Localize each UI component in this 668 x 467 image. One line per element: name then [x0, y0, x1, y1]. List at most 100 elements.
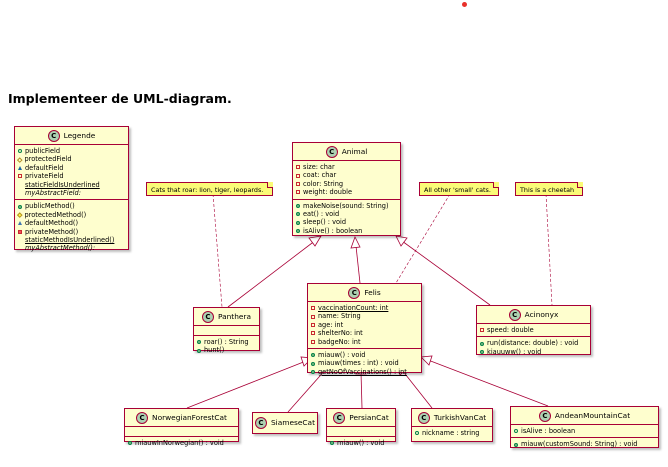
- method-text: eat() : void: [303, 209, 340, 218]
- field-text: nickname : string: [422, 429, 480, 437]
- private-visibility-icon: [311, 306, 315, 311]
- field-row: defaultField: [18, 164, 126, 172]
- field-text: size: char: [303, 163, 335, 171]
- method-row: kiauuww() : void: [480, 348, 588, 356]
- edge-persian-felis: [360, 371, 363, 409]
- private-visibility-icon: [296, 165, 300, 170]
- public-visibility-icon: [128, 441, 132, 446]
- field-text: defaultField: [25, 163, 64, 172]
- note-text: All other 'small' cats.: [424, 186, 491, 194]
- method-text: miauwInNorwegian() : void: [135, 439, 224, 447]
- field-text: color: String: [303, 179, 344, 188]
- field-row: protectedField: [17, 155, 126, 163]
- note-text: Cats that roar: lion, tiger, leopards.: [151, 186, 264, 194]
- field-text: staticFieldIsUnderlined: [25, 180, 100, 189]
- method-row: eat() : void: [296, 210, 398, 218]
- class-c-icon: C: [333, 411, 346, 424]
- private-visibility-icon: [296, 190, 300, 195]
- method-text: defaultMethod(): [25, 219, 79, 228]
- method-text: miauw(customSound: String) : void: [521, 440, 638, 449]
- field-text: vaccinationCount: int: [318, 304, 389, 312]
- field-text: privateField: [25, 172, 64, 181]
- method-row: run(distance: double) : void: [480, 339, 588, 347]
- public-visibility-icon: [480, 341, 484, 346]
- class-name: PersianCat: [349, 413, 389, 422]
- method-text: miauw(times : int) : void: [318, 359, 399, 368]
- no-visibility-visibility-icon: [18, 183, 22, 187]
- field-text: shelterNo: int: [318, 329, 363, 338]
- fields-section: [194, 325, 259, 335]
- page-heading: Implementeer de UML-diagram.: [8, 91, 232, 106]
- class-name: SiameseCat: [270, 418, 315, 427]
- protected-visibility-icon: [17, 157, 23, 163]
- field-row: coat: char: [296, 171, 398, 179]
- public-visibility-icon: [415, 431, 419, 436]
- note-link-roar: [212, 193, 223, 308]
- note-small-cats: All other 'small' cats.: [419, 182, 499, 196]
- method-text: run(distance: double) : void: [487, 339, 579, 348]
- method-row: defaultMethod(): [18, 219, 126, 227]
- class-name: AndeanMountainCat: [554, 411, 631, 420]
- public-visibility-icon: [311, 353, 315, 358]
- edge-turkish-felis: [401, 369, 433, 409]
- field-text: age: int: [318, 320, 344, 329]
- method-text: kiauuww() : void: [487, 347, 542, 356]
- method-row: privateMethod(): [18, 228, 126, 236]
- field-row: speed: double: [480, 326, 588, 334]
- arrowhead-andean-felis: [420, 355, 433, 366]
- class-c-icon: C: [136, 411, 149, 424]
- method-text: myAbstractMethod():: [25, 244, 96, 253]
- method-row: hunt(): [197, 346, 257, 354]
- field-row: privateField: [18, 172, 126, 180]
- note-cheetah: This is a cheetah: [515, 182, 583, 196]
- field-row: nickname : string: [415, 429, 490, 437]
- private-visibility-icon: [311, 339, 315, 344]
- field-text: speed: double: [487, 326, 534, 334]
- no-visibility-visibility-icon: [18, 246, 22, 250]
- method-row: miauw(customSound: String) : void: [514, 440, 656, 448]
- method-row: protectedMethod(): [17, 211, 126, 219]
- methods-section: miauw(customSound: String) : void: [511, 437, 658, 450]
- methods-section: publicMethod()protectedMethod()defaultMe…: [15, 199, 128, 254]
- public-visibility-icon: [296, 228, 300, 233]
- field-text: myAbstractField:: [25, 188, 81, 197]
- method-row: miauwInNorwegian() : void: [128, 439, 236, 447]
- method-row: myAbstractMethod():: [18, 244, 126, 252]
- method-row: miauw() : void: [311, 351, 419, 359]
- method-text: staticMethodIsUnderlined(): [25, 235, 115, 244]
- method-text: miauw() : void: [318, 350, 366, 359]
- method-row: sleep() : void: [296, 218, 398, 226]
- edge-acinonyx-animal: [401, 240, 491, 306]
- package-visibility-icon: [18, 221, 22, 226]
- class-c-icon: C: [348, 286, 361, 299]
- private-visibility-icon: [18, 174, 22, 179]
- public-visibility-icon: [296, 203, 300, 208]
- field-row: name: String: [311, 312, 419, 320]
- method-text: makeNoise(sound: String): [303, 201, 389, 210]
- note-fold-icon: [577, 182, 583, 188]
- class-c-icon: C: [254, 416, 267, 429]
- public-visibility-icon: [514, 429, 518, 434]
- field-row: weight: double: [296, 188, 398, 196]
- field-row: vaccinationCount: int: [311, 304, 419, 312]
- method-row: staticMethodIsUnderlined(): [18, 236, 126, 244]
- class-c-icon: C: [325, 145, 338, 158]
